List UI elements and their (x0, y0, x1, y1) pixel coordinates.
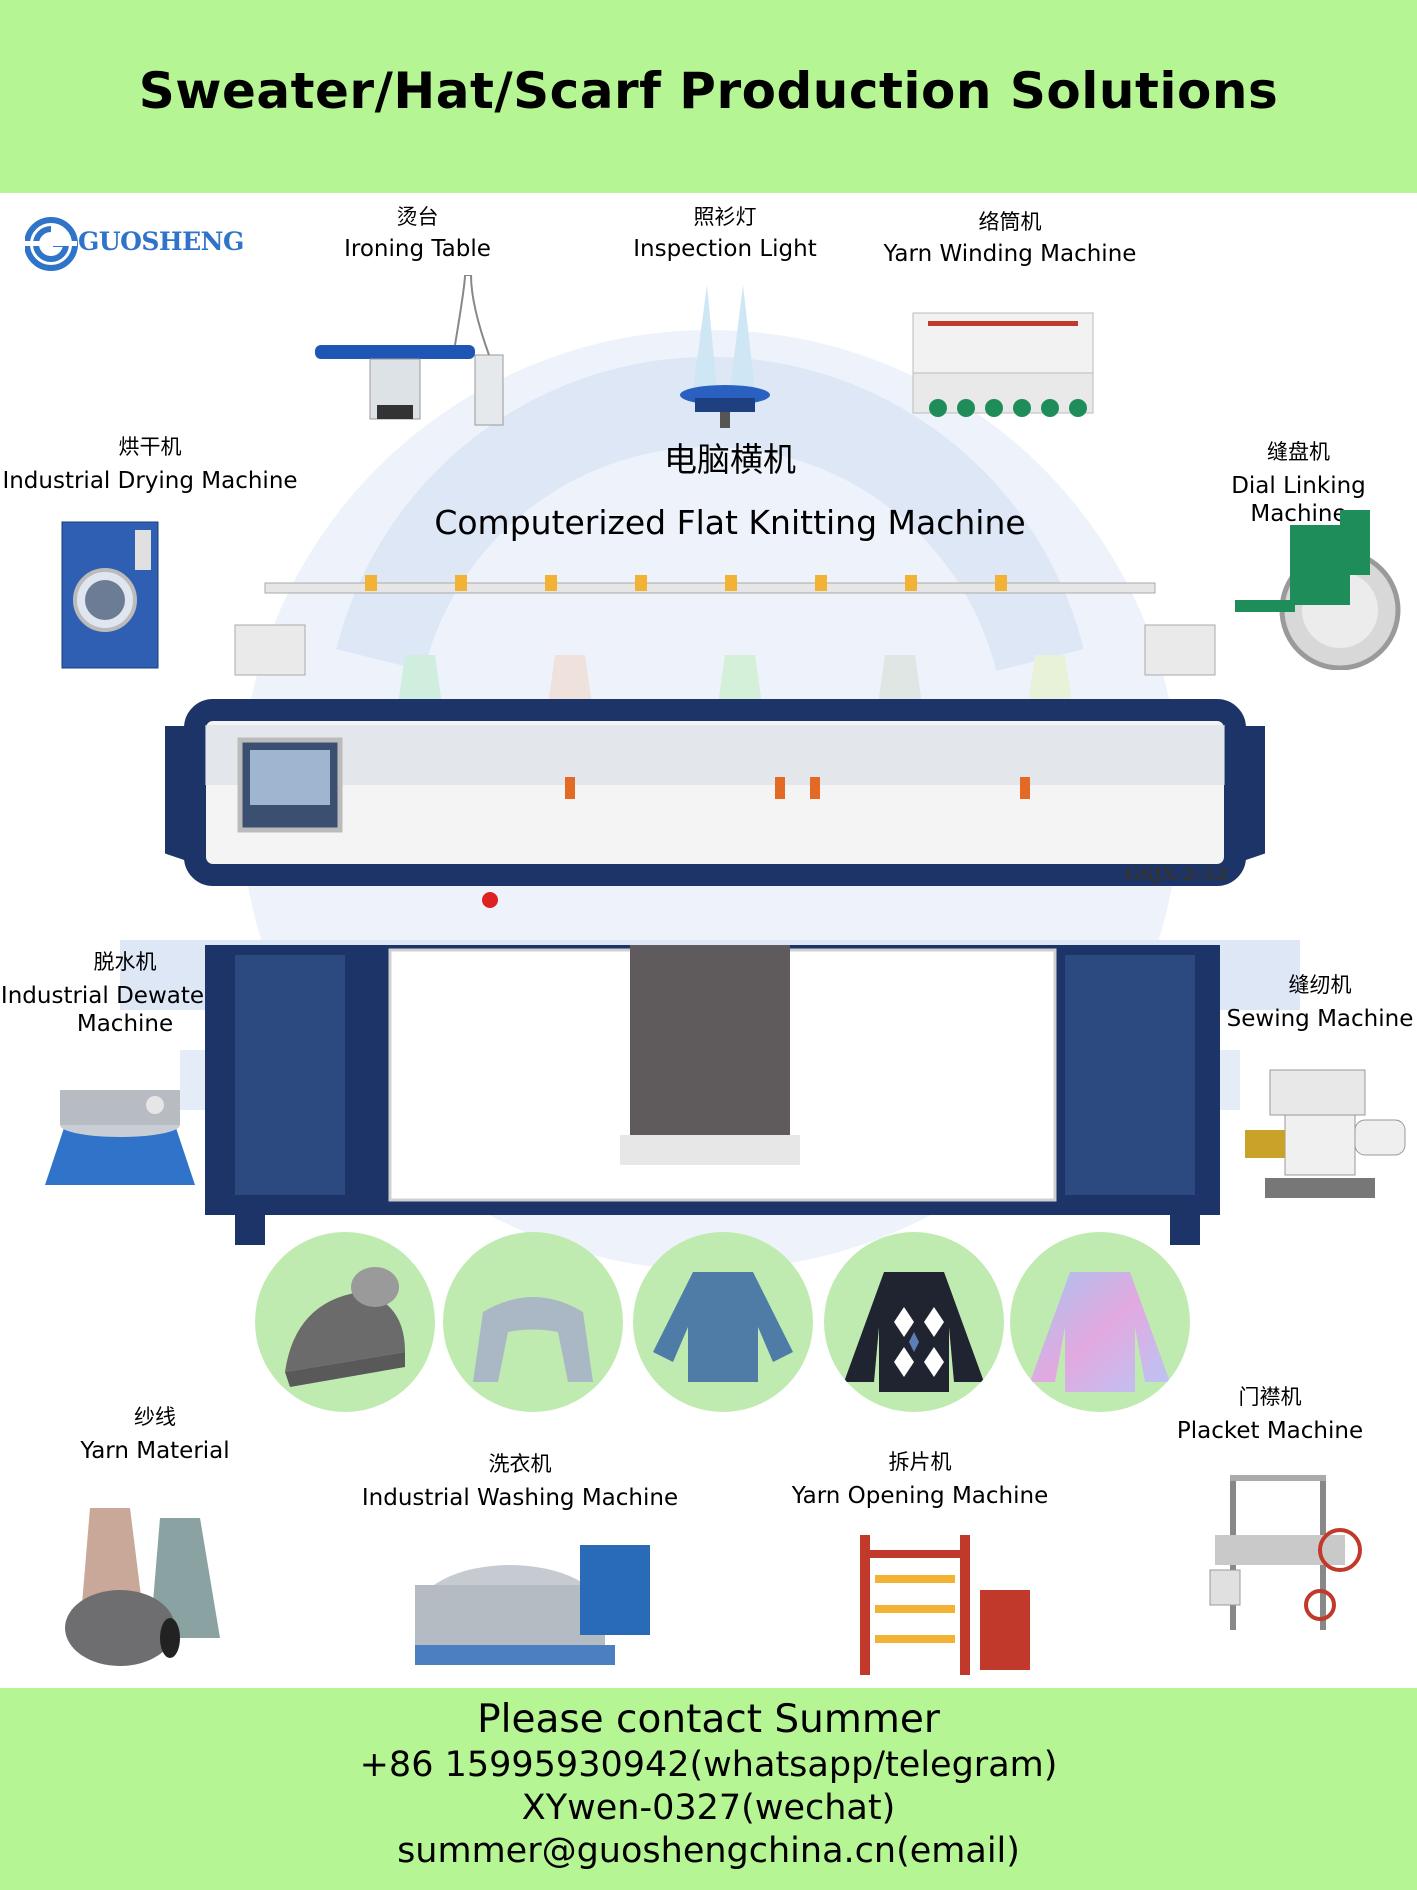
dial-linking-en: Dial Linking Machine (1231, 473, 1366, 527)
drying-machine-zh: 烘干机 (118, 435, 182, 459)
center-zh: 电脑横机 (664, 440, 796, 479)
product-cardigan-circle (824, 1232, 1004, 1412)
ironing-table-zh: 烫台 (396, 205, 439, 229)
drying-machine-en: Industrial Drying Machine (2, 468, 298, 495)
footer-band (0, 1688, 1417, 1890)
product-mohair-cardigan-circle (1010, 1232, 1190, 1412)
sewing-machine-en: Sewing Machine (1226, 1006, 1414, 1033)
yarn-winding-zh: 络筒机 (978, 210, 1042, 234)
yarn-winding-label: 络筒机 Yarn Winding Machine (870, 210, 1150, 269)
inspection-light-en: Inspection Light (633, 236, 817, 263)
contact-block: Please contact Summer +86 15995930942(wh… (0, 1696, 1417, 1873)
knit-scarf-icon (473, 1297, 593, 1382)
inspection-light-label: 照衫灯 Inspection Light (620, 205, 830, 264)
center-en: Computerized Flat Knitting Machine (434, 503, 1026, 542)
dial-linking-label: 缝盘机 Dial Linking Machine (1180, 440, 1417, 528)
washing-machine-image (415, 1545, 650, 1665)
washing-machine-label: 洗衣机 Industrial Washing Machine (360, 1452, 680, 1513)
knit-hat-icon (285, 1267, 405, 1387)
dial-linking-image (1235, 510, 1401, 670)
dewatering-en-2: Machine (76, 1010, 174, 1037)
argyle-cardigan-icon (844, 1272, 984, 1392)
dewatering-image (45, 1090, 195, 1185)
placket-machine-zh: 门襟机 (1238, 1385, 1302, 1409)
yarn-winding-en: Yarn Winding Machine (883, 241, 1137, 268)
product-hat-circle (255, 1232, 435, 1412)
dial-linking-zh: 缝盘机 (1267, 440, 1330, 464)
blue-sweater-icon (653, 1272, 793, 1382)
ironing-table-label: 烫台 Ironing Table (320, 205, 515, 264)
inspection-light-image (680, 285, 770, 428)
product-scarf-circle (443, 1232, 623, 1412)
contact-email[interactable]: summer@guoshengchina.cn(email) (397, 1831, 1020, 1871)
yarn-cones-image (65, 1508, 220, 1666)
machine-brand-text: GUOSHENG (250, 870, 359, 889)
washing-machine-zh: 洗衣机 (488, 1452, 552, 1476)
logo-text: GUOSHENG (78, 227, 244, 256)
dewatering-zh: 脱水机 (93, 950, 157, 974)
contact-wechat[interactable]: XYwen-0327(wechat) (521, 1788, 896, 1828)
placket-machine-label: 门襟机 Placket Machine (1170, 1385, 1370, 1446)
product-sweater-circle (633, 1232, 813, 1412)
drying-machine-label: 烘干机 Industrial Drying Machine (0, 435, 300, 496)
flat-knitting-machine-image: GUOSHENG GSJX-2-52 (165, 575, 1265, 1245)
contact-phone[interactable]: +86 15995930942(whatsapp/telegram) (359, 1745, 1058, 1785)
yarn-material-label: 纱线 Yarn Material (55, 1405, 255, 1466)
yarn-material-en: Yarn Material (80, 1438, 230, 1465)
ironing-table-en: Ironing Table (344, 236, 491, 263)
drying-machine-image (61, 521, 159, 669)
contact-title: Please contact Summer (477, 1697, 940, 1742)
sewing-machine-label: 缝纫机 Sewing Machine (1200, 973, 1417, 1034)
pastel-cardigan-icon (1030, 1272, 1170, 1392)
yarn-winding-image (912, 312, 1094, 417)
header-band (0, 0, 1417, 193)
yarn-opening-zh: 拆片机 (888, 1450, 952, 1474)
page-title: Sweater/Hat/Scarf Production Solutions (138, 62, 1279, 120)
sewing-machine-image (1245, 1069, 1406, 1198)
inspection-light-zh: 照衫灯 (693, 205, 757, 229)
placket-machine-image (1209, 1475, 1362, 1630)
sewing-machine-zh: 缝纫机 (1288, 973, 1352, 997)
ironing-table-image (315, 275, 504, 426)
guosheng-logo (25, 217, 78, 271)
yarn-opening-en: Yarn Opening Machine (791, 1483, 1049, 1510)
machine-model-text: GSJX-2-52 (1125, 864, 1228, 885)
yarn-opening-image (860, 1535, 1030, 1675)
placket-machine-en: Placket Machine (1176, 1418, 1364, 1445)
yarn-material-zh: 纱线 (134, 1405, 176, 1429)
yarn-opening-label: 拆片机 Yarn Opening Machine (780, 1450, 1060, 1511)
washing-machine-en: Industrial Washing Machine (361, 1485, 679, 1512)
